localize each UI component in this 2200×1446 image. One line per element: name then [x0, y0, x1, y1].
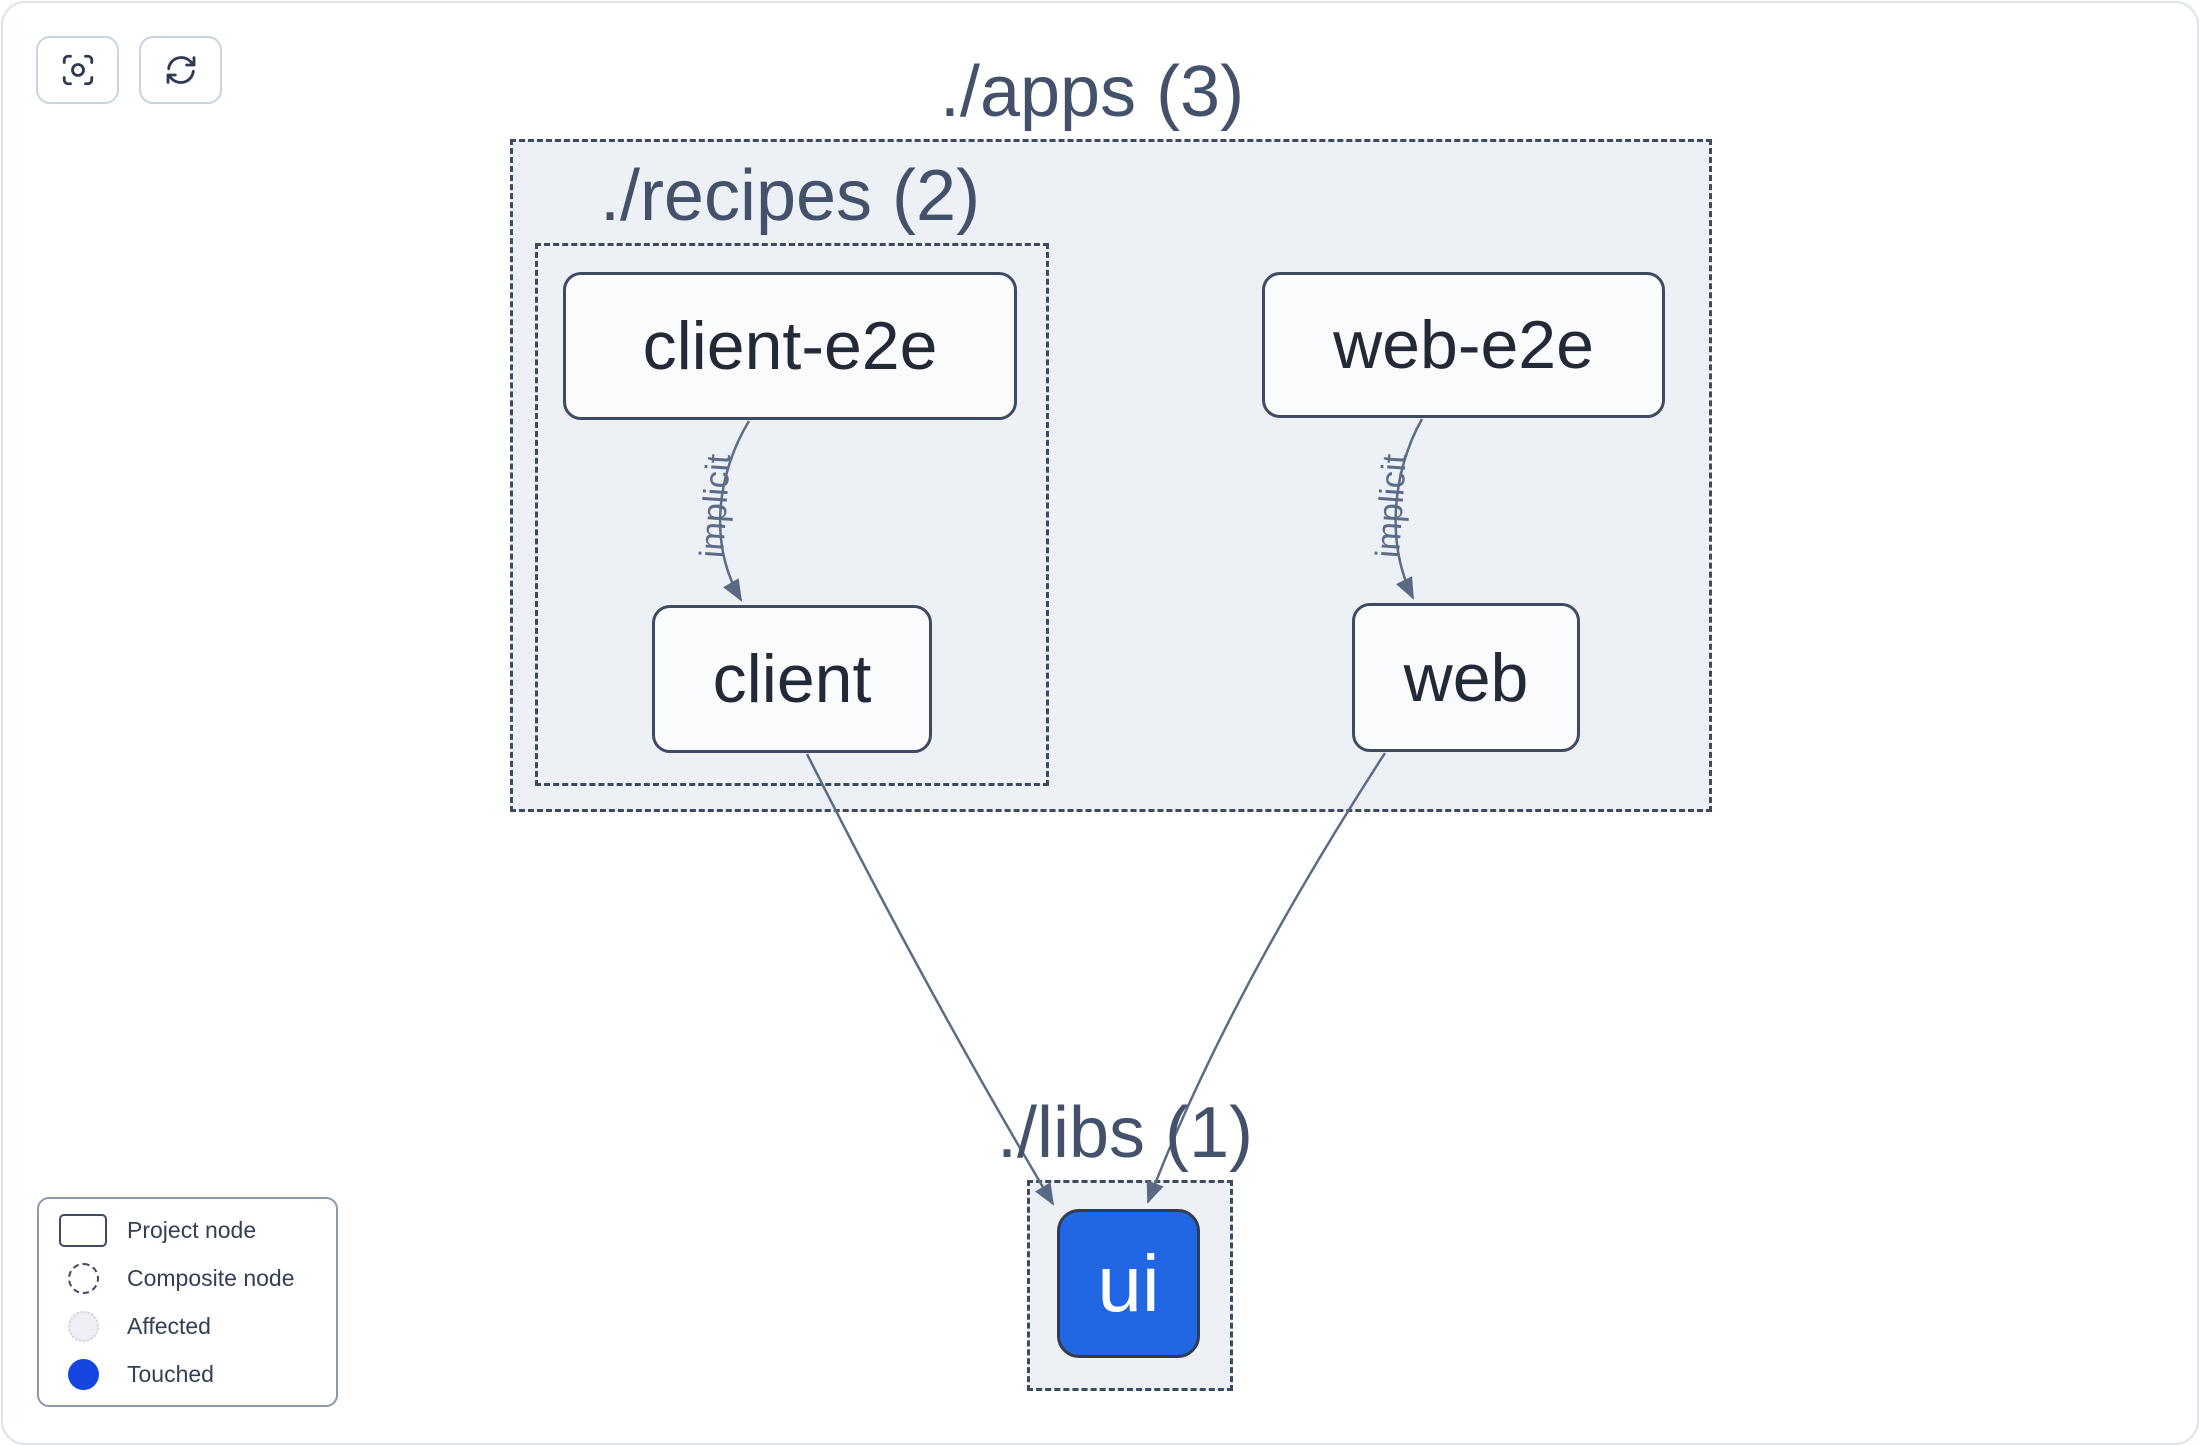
edge-client-ui[interactable]	[805, 753, 1055, 1206]
legend-item-composite-node: Composite node	[39, 1254, 336, 1302]
node-client-e2e[interactable]: client-e2e	[563, 272, 1017, 420]
legend-label: Composite node	[127, 1264, 295, 1291]
refresh-graph-button[interactable]	[139, 36, 222, 104]
edge-label-implicit: implicit	[692, 452, 739, 560]
edge-web-e2e-web[interactable]	[1394, 418, 1424, 600]
node-ui[interactable]: ui	[1057, 1209, 1200, 1358]
legend-label: Project node	[127, 1216, 257, 1243]
legend-label: Affected	[127, 1312, 211, 1339]
legend-item-touched: Touched	[39, 1350, 336, 1398]
edge-client-e2e-client[interactable]	[718, 420, 751, 602]
composite-node-swatch	[67, 1262, 99, 1294]
node-client[interactable]: client	[652, 605, 932, 753]
edge-label-implicit: implicit	[1368, 452, 1415, 560]
project-node-swatch	[59, 1213, 107, 1247]
legend-item-project-node: Project node	[39, 1206, 336, 1254]
viewfinder-icon	[62, 54, 93, 86]
node-web-e2e[interactable]: web-e2e	[1262, 272, 1665, 418]
edge-web-ui[interactable]	[1146, 752, 1387, 1204]
touched-swatch	[67, 1358, 99, 1390]
affected-swatch	[67, 1310, 99, 1342]
center-graph-button[interactable]	[36, 36, 119, 104]
graph-legend: Project node Composite node Affected Tou…	[37, 1197, 338, 1407]
legend-label: Touched	[127, 1360, 214, 1387]
node-web[interactable]: web	[1352, 603, 1580, 752]
graph-toolbar	[36, 36, 222, 104]
refresh-icon	[166, 56, 195, 84]
composite-label-apps: ./apps (3)	[939, 52, 1245, 132]
composite-label-libs: ./libs (1)	[996, 1093, 1254, 1173]
legend-item-affected: Affected	[39, 1302, 336, 1350]
composite-label-recipes: ./recipes (2)	[599, 156, 981, 236]
